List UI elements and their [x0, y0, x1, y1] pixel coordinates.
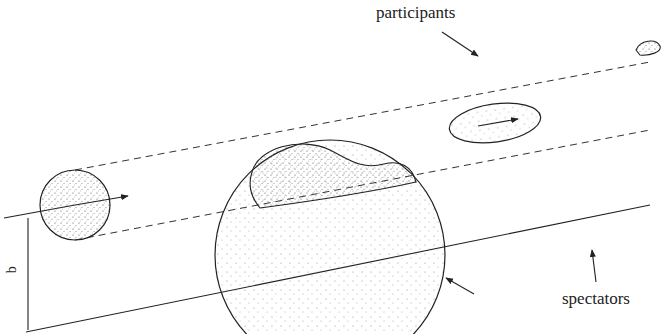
fragment — [636, 41, 660, 55]
leader-arrow — [592, 250, 596, 282]
impact-parameter-label: b — [4, 266, 19, 273]
leader-arrow — [446, 278, 474, 294]
impact-parameter-line — [27, 218, 28, 330]
region-label: participants — [376, 4, 455, 23]
region-label: spectators — [562, 290, 630, 309]
leader-arrow — [442, 32, 478, 56]
participant-fireball — [447, 98, 543, 148]
motion-arrow — [478, 119, 518, 126]
overlap-region — [250, 144, 416, 208]
target-nucleus — [215, 140, 445, 334]
motion-arrow — [75, 196, 128, 205]
